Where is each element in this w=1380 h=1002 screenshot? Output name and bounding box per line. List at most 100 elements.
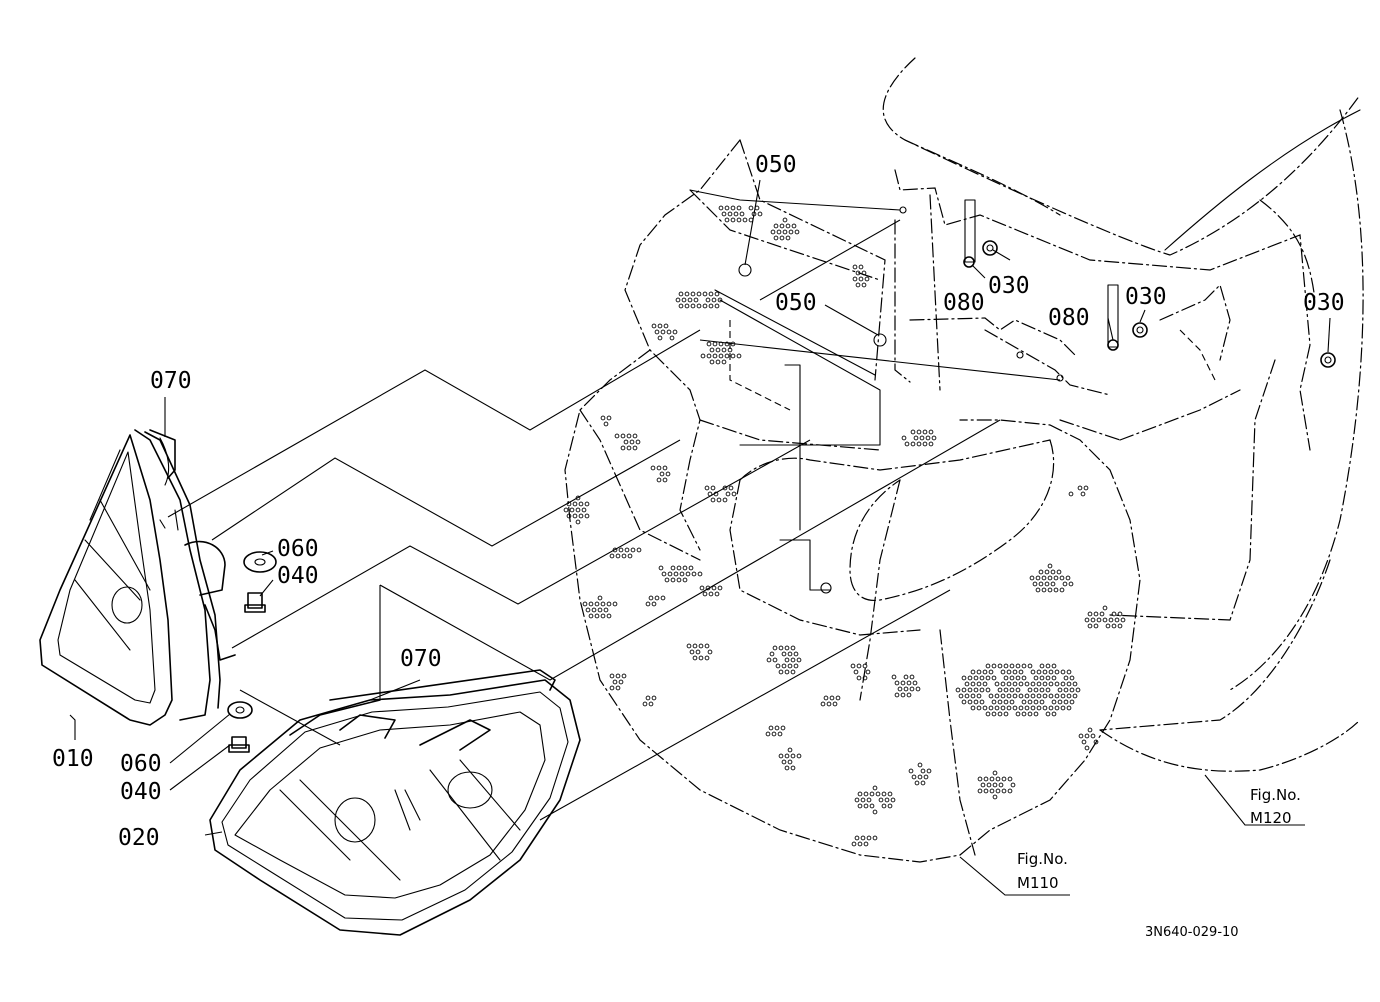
grille-mesh-dot <box>967 699 973 705</box>
grille-mesh-dot <box>618 547 624 553</box>
grille-mesh-dot <box>850 663 856 669</box>
grille-mesh-dot <box>1000 705 1006 711</box>
grille-mesh-dot <box>684 291 690 297</box>
callout-080-left: 080 <box>943 290 985 316</box>
grille-mesh-dot <box>692 643 698 649</box>
grille-mesh-dot <box>582 601 588 607</box>
grille-mesh-dot <box>1033 699 1039 705</box>
grille-mesh-dot <box>1015 675 1021 681</box>
grille-mesh-dot <box>699 585 705 591</box>
grille-mesh-dot <box>1039 675 1045 681</box>
grille-mesh-dot <box>609 685 615 691</box>
grille-mesh-dot <box>910 441 916 447</box>
grille-mesh-dot <box>715 347 721 353</box>
grille-mesh-dot <box>891 674 897 680</box>
grille-mesh-dot <box>994 705 1000 711</box>
grille-mesh-dot <box>702 303 708 309</box>
grille-mesh-dot <box>645 601 651 607</box>
grille-mesh-dot <box>664 577 670 583</box>
grille-mesh-dot <box>862 663 868 669</box>
left-headlight <box>39 429 236 726</box>
grille-mesh-dot <box>1108 617 1114 623</box>
grille-mesh-dot <box>597 607 603 613</box>
grille-mesh-dot <box>765 731 771 737</box>
grille-mesh-dot <box>718 205 724 211</box>
grille-mesh-dot <box>569 507 575 513</box>
grille-mesh-dot <box>698 655 704 661</box>
grille-mesh-dot <box>1033 675 1039 681</box>
grille-mesh-dot <box>923 774 929 780</box>
grille-mesh-dot <box>771 731 777 737</box>
grille-mesh-dot <box>961 675 967 681</box>
grille-mesh-dot <box>714 291 720 297</box>
grille-mesh-dot <box>1024 705 1030 711</box>
grille-mesh-dot <box>773 223 779 229</box>
grille-mesh-dot <box>1063 699 1069 705</box>
grille-mesh-dot <box>714 303 720 309</box>
grille-mesh-dot <box>1083 485 1089 491</box>
grille-mesh-dot <box>660 329 666 335</box>
grille-mesh-dot <box>865 669 871 675</box>
fig-ref-label: Fig.No. <box>1250 786 1301 804</box>
grille-mesh-dot <box>1009 699 1015 705</box>
grille-mesh-dot <box>1117 623 1123 629</box>
grille-mesh-dot <box>621 673 627 679</box>
grille-mesh-dot <box>781 759 787 765</box>
grille-mesh-dot <box>727 211 733 217</box>
grille-mesh-dot <box>722 497 728 503</box>
grille-mesh-dot <box>733 211 739 217</box>
grille-mesh-dot <box>1001 776 1007 782</box>
grille-mesh-dot <box>632 433 638 439</box>
grille-mesh-dot <box>1036 693 1042 699</box>
grille-mesh-dot <box>1075 687 1081 693</box>
grille-mesh-dot <box>787 651 793 657</box>
grille-mesh-dot <box>790 657 796 663</box>
grille-mesh-dot <box>1093 611 1099 617</box>
grille-mesh-dot <box>1105 623 1111 629</box>
grille-mesh-dot <box>1102 605 1108 611</box>
grille-mesh-dot <box>722 485 728 491</box>
grille-mesh-dot <box>983 776 989 782</box>
grille-mesh-dot <box>1009 687 1015 693</box>
leader-lines <box>69 179 1331 896</box>
grille-mesh-dot <box>855 270 861 276</box>
grille-mesh-dot <box>1087 623 1093 629</box>
grille-mesh-dot <box>994 693 1000 699</box>
callout-070-right: 070 <box>400 646 442 672</box>
grille-mesh-dot <box>916 441 922 447</box>
grille-mesh-dot <box>724 205 730 211</box>
grille-mesh-dot <box>1059 587 1065 593</box>
hood-outline <box>882 57 1364 772</box>
grille-mesh-dot <box>1024 693 1030 699</box>
grille-mesh-dot <box>1003 675 1009 681</box>
grille-mesh-dot <box>581 507 587 513</box>
grille-mesh-dot <box>706 341 712 347</box>
grille-mesh-dot <box>869 791 875 797</box>
grille-mesh-dot <box>1069 699 1075 705</box>
grille-mesh-dot <box>600 613 606 619</box>
grille-mesh-dot <box>702 591 708 597</box>
grille-mesh-dot <box>856 675 862 681</box>
grille-mesh-dot <box>985 711 991 717</box>
grille-mesh-dot <box>906 692 912 698</box>
grille-mesh-dot <box>682 577 688 583</box>
grille-mesh-dot <box>861 282 867 288</box>
grille-mesh-dot <box>724 217 730 223</box>
grille-mesh-dot <box>1000 693 1006 699</box>
grille-mesh-dot <box>793 651 799 657</box>
grille-mesh-dot <box>1048 681 1054 687</box>
grille-mesh-dot <box>766 657 772 663</box>
grille-mesh-dot <box>910 429 916 435</box>
grille-mesh-dot <box>1024 681 1030 687</box>
grille-mesh-dot <box>995 788 1001 794</box>
grille-mesh-dot <box>1001 788 1007 794</box>
grille-mesh-dot <box>1027 699 1033 705</box>
grille-mesh-dot <box>973 675 979 681</box>
grille-mesh-dot <box>985 675 991 681</box>
callout-060-upper: 060 <box>277 536 319 562</box>
grille-mesh-dot <box>1060 669 1066 675</box>
grille-mesh-dot <box>757 211 763 217</box>
grille-mesh-dot <box>684 303 690 309</box>
hex-nuts-030 <box>963 240 1336 368</box>
grille-mesh-dot <box>597 595 603 601</box>
